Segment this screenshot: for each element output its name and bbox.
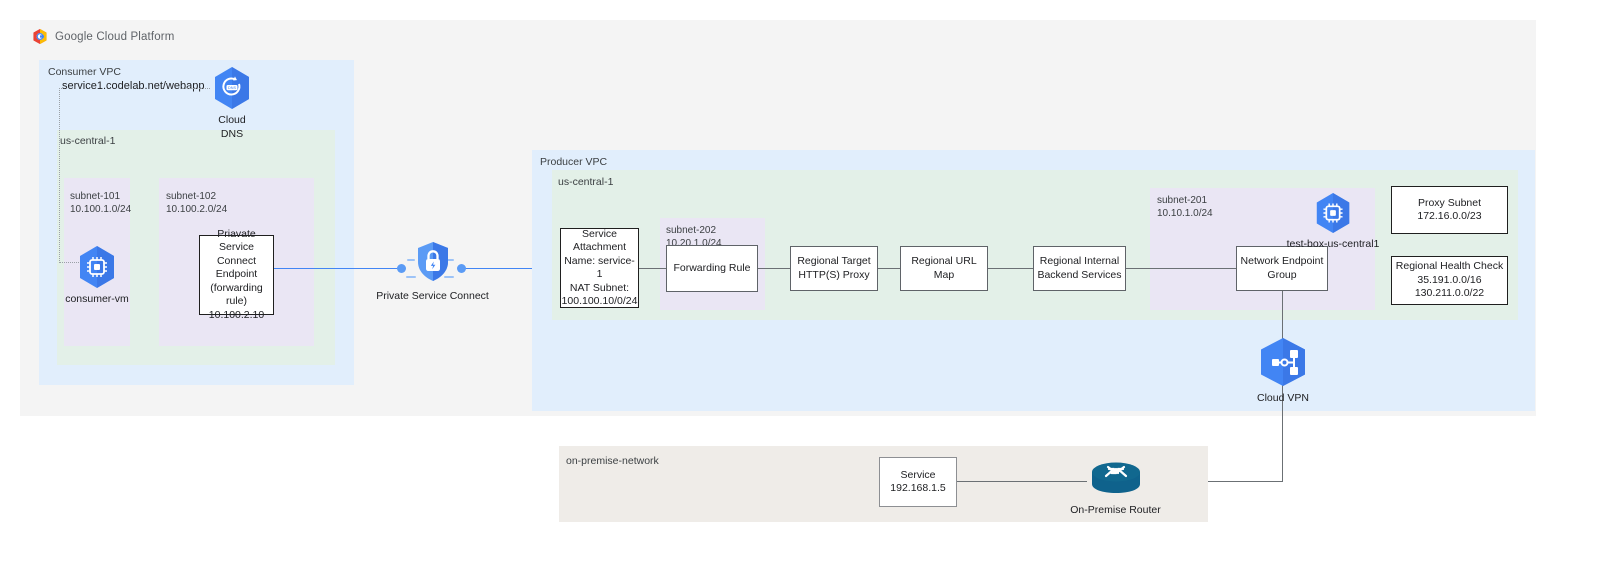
producer-region-label: us-central-1: [558, 176, 614, 188]
private-service-connect-caption: Private Service Connect: [376, 290, 489, 302]
cloud-dns-icon: DNS: [215, 67, 249, 109]
logo-text: Google Cloud Platform: [55, 30, 175, 43]
compute-engine-icon: [80, 246, 114, 288]
cloud-dns-node[interactable]: DNS Cloud DNS: [202, 66, 262, 141]
producer-vpc-label: Producer VPC: [540, 156, 608, 168]
target-proxy-line2: HTTP(S) Proxy: [798, 268, 870, 281]
svg-text:DNS: DNS: [228, 86, 236, 90]
psc-link-right: [460, 268, 560, 270]
cloud-vpn-caption: Cloud VPN: [1257, 392, 1309, 404]
regional-url-map-box[interactable]: Regional URL Map: [900, 246, 988, 291]
psc-endpoint-line3: (forwarding rule): [210, 281, 263, 308]
on-premise-router-icon: [1091, 462, 1140, 493]
on-premise-service-line2: 192.168.1.5: [890, 482, 946, 494]
psc-dash-4: [444, 276, 454, 278]
subnet-102-label: subnet-102 10.100.2.0/24: [166, 190, 227, 216]
consumer-vm-node[interactable]: consumer-vm: [65, 245, 129, 306]
service-attachment-line5: 100.100.10/0/24: [561, 295, 638, 307]
backend-services-line2: Backend Services: [1037, 268, 1122, 281]
connector-urlmap-to-backend: [988, 268, 1033, 270]
private-service-connect-shield-icon: [417, 242, 448, 281]
subnet-201-name: subnet-201: [1157, 195, 1208, 206]
connector-neg-to-vpn: [1282, 291, 1284, 341]
google-cloud-logo-icon: [33, 28, 47, 45]
service-attachment-line2: Attachment: [572, 241, 627, 253]
connector-vpn-to-router: [1282, 382, 1284, 481]
proxy-subnet-line1: Proxy Subnet: [1417, 196, 1482, 209]
connector-proxy-to-urlmap: [878, 268, 900, 270]
subnet-202-label: subnet-202 10.20.1.0/24: [666, 224, 722, 250]
connector-sa-to-fr: [639, 268, 666, 270]
backend-services-line1: Regional Internal: [1039, 255, 1120, 267]
dns-route-corner-bottom: [59, 262, 81, 263]
psc-endpoint-line1: Priavate Service: [217, 227, 256, 254]
cloud-dns-caption-line2: DNS: [220, 128, 244, 140]
compute-engine-icon: [1316, 192, 1350, 234]
service-attachment-line4: NAT Subnet:: [569, 281, 630, 294]
subnet-101-label: subnet-101 10.100.1.0/24: [70, 190, 131, 216]
test-box-caption: test-box-us-central1: [1286, 238, 1380, 250]
regional-health-check-box[interactable]: Regional Health Check 35.191.0.0/16 130.…: [1391, 256, 1508, 305]
health-check-line3: 130.211.0.0/22: [1414, 287, 1485, 300]
dns-route-to-icon: [182, 88, 210, 89]
private-service-connect-node[interactable]: Private Service Connect: [376, 240, 489, 303]
on-premise-service-box[interactable]: Service 192.168.1.5: [879, 457, 957, 507]
health-check-line1: Regional Health Check: [1395, 260, 1504, 273]
psc-dot-right: [457, 264, 466, 273]
test-box-node[interactable]: test-box-us-central1: [1283, 192, 1383, 251]
health-check-line2: 35.191.0.0/16: [1417, 273, 1482, 286]
service-attachment-line3: Name: service-1: [564, 254, 635, 281]
cloud-vpn-icon: [1261, 338, 1305, 386]
on-premise-router-caption: On-Premise Router: [1070, 504, 1161, 516]
psc-dash-3: [446, 259, 454, 261]
service-attachment-box[interactable]: Service Attachment Name: service-1 NAT S…: [560, 228, 639, 308]
dns-record-label: service1.codelab.net/webapp: [62, 80, 205, 92]
forwarding-rule-box[interactable]: Forwarding Rule: [666, 245, 758, 292]
subnet-101-name: subnet-101: [70, 191, 121, 202]
dns-route-corner-top: [59, 88, 66, 89]
network-endpoint-group-box[interactable]: Network Endpoint Group: [1236, 246, 1328, 291]
proxy-subnet-box[interactable]: Proxy Subnet 172.16.0.0/23: [1391, 186, 1508, 234]
regional-target-proxy-box[interactable]: Regional Target HTTP(S) Proxy: [790, 246, 878, 291]
cloud-dns-caption-line1: Cloud: [218, 114, 246, 126]
neg-line2: Group: [1267, 268, 1297, 281]
target-proxy-line1: Regional Target: [797, 255, 871, 267]
subnet-202-cidr: 10.20.1.0/24: [666, 238, 722, 249]
connector-fr-to-proxy: [758, 268, 790, 270]
psc-dot-left: [397, 264, 406, 273]
on-premise-router-node[interactable]: On-Premise Router: [1068, 460, 1163, 517]
regional-backend-services-box[interactable]: Regional Internal Backend Services: [1033, 246, 1126, 291]
subnet-202-name: subnet-202: [666, 225, 717, 236]
subnet-201-label: subnet-201 10.10.1.0/24: [1157, 194, 1213, 220]
subnet-101-cidr: 10.100.1.0/24: [70, 204, 132, 215]
consumer-vm-caption: consumer-vm: [65, 293, 129, 305]
psc-endpoint-box[interactable]: Priavate Service Connect Endpoint (forwa…: [199, 228, 274, 321]
consumer-region-label: us-central-1: [60, 135, 116, 147]
connector-backend-to-neg: [1126, 268, 1236, 270]
cloud-dns-caption: Cloud DNS: [218, 113, 245, 141]
subnet-102-name: subnet-102: [166, 191, 217, 202]
proxy-subnet-line2: 172.16.0.0/23: [1417, 210, 1482, 222]
subnet-201-cidr: 10.10.1.0/24: [1157, 208, 1213, 219]
cloud-vpn-node[interactable]: Cloud VPN: [1253, 336, 1313, 405]
service-attachment-line1: Service: [581, 227, 617, 240]
on-premise-service-line1: Service: [900, 468, 936, 481]
connector-service-to-router: [957, 481, 1087, 483]
dns-route-vertical: [59, 88, 60, 263]
psc-dash-2: [406, 276, 416, 278]
neg-line1: Network Endpoint: [1240, 255, 1324, 267]
psc-endpoint-line4: 10.100.2.10: [208, 308, 265, 321]
psc-dash-1: [407, 259, 415, 261]
on-premise-network-label: on-premise-network: [566, 455, 659, 467]
google-cloud-platform-header: Google Cloud Platform: [32, 28, 175, 45]
psc-link-left: [274, 268, 402, 270]
consumer-vpc-label: Consumer VPC: [48, 66, 121, 78]
subnet-102-cidr: 10.100.2.0/24: [166, 204, 228, 215]
psc-endpoint-line2: Connect Endpoint: [215, 254, 258, 281]
